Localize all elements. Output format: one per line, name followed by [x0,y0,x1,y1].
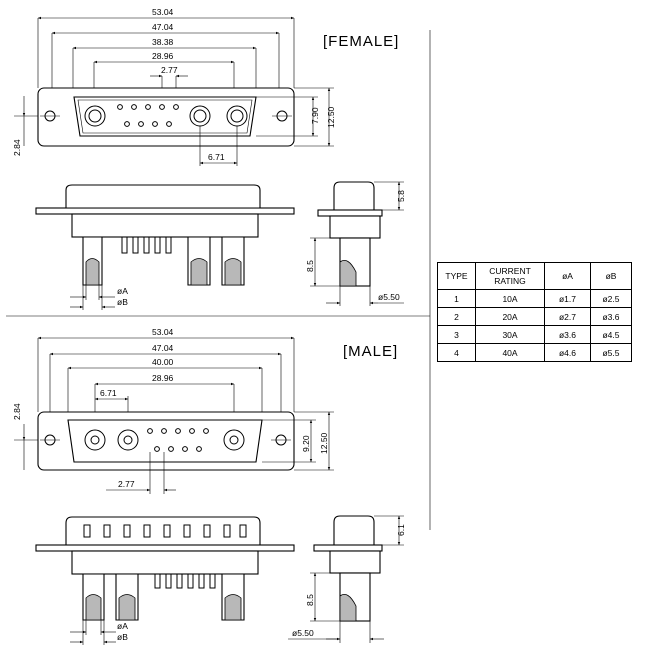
male-dim-dia-a: øA [117,621,128,631]
cell-dia-b: ø3.6 [590,307,632,326]
cell-type: 4 [437,343,476,362]
male-dim-mount-hole-spacing: 47.04 [152,343,174,353]
cell-type: 1 [437,289,476,308]
male-dim-flange-height: 12.50 [319,432,329,454]
table-header-row: TYPE CURRENT RATING øA øB [437,262,632,290]
female-dim-dia-a: øA [117,286,128,296]
header-dia-a: øA [544,262,591,290]
cell-rating: 10A [475,289,545,308]
male-side-dimensions: 2.84 9.20 12.50 2.77 [12,403,334,494]
female-dim-body-height: 5.8 [396,190,406,202]
male-dim-overall-width: 53.04 [152,327,174,337]
female-side-view: 5.8 8.5 ø5.50 [305,181,406,306]
table-row: 2 20A ø2.7 ø3.6 [437,307,632,326]
male-dim-shell-height: 9.20 [301,435,311,452]
male-dim-tail-length: 8.5 [305,594,315,606]
header-dia-b: øB [590,262,632,290]
male-profile-view: øA øB [35,516,295,645]
cell-dia-a: ø3.6 [544,325,591,344]
female-front-view [37,87,295,147]
female-dim-tail-length: 8.5 [305,260,315,272]
cell-rating: 30A [475,325,545,344]
female-dim-side-offset: 2.84 [12,139,22,156]
cell-dia-b: ø4.5 [590,325,632,344]
table-row: 3 30A ø3.6 ø4.5 [437,325,632,344]
male-dim-dia-b: øB [117,632,128,642]
female-dim-dia-b: øB [117,297,128,307]
header-type: TYPE [437,262,476,290]
male-dim-side-offset: 2.84 [12,403,22,420]
female-dim-flange-height: 12.50 [326,106,336,128]
table-row: 4 40A ø4.6 ø5.5 [437,343,632,362]
cell-dia-b: ø2.5 [590,289,632,308]
female-dim-contact-span: 28.96 [152,51,174,61]
cell-type: 2 [437,307,476,326]
male-front-view [37,411,295,471]
female-label: [FEMALE] [323,33,399,50]
cell-dia-a: ø4.6 [544,343,591,362]
current-rating-table: TYPE CURRENT RATING øA øB 1 10A ø1.7 ø2.… [437,262,632,362]
female-dim-shell-height: 7.90 [310,107,320,124]
header-current-rating: CURRENT RATING [475,262,545,290]
male-dim-body-height: 6.1 [396,524,406,536]
male-dim-tail-dia: ø5.50 [292,628,314,638]
female-dim-tail-dia: ø5.50 [378,292,400,302]
female-dim-shell-width: 38.38 [152,37,174,47]
cell-rating: 40A [475,343,545,362]
male-side-view: 6.1 8.5 ø5.50 [288,515,406,643]
male-dim-shell-width: 40.00 [152,357,174,367]
male-dim-coax-pitch: 6.71 [100,388,117,398]
male-dim-contact-span: 28.96 [152,373,174,383]
female-dim-mount-hole-spacing: 47.04 [152,22,174,32]
male-dim-pin-pitch: 2.77 [118,479,135,489]
table-row: 1 10A ø1.7 ø2.5 [437,289,632,308]
female-profile-view: øA øB [35,184,295,310]
female-side-dimensions: 2.84 7.90 12.50 6.71 [12,87,336,166]
female-dim-overall-width: 53.04 [152,7,174,17]
cell-dia-a: ø1.7 [544,289,591,308]
cell-rating: 20A [475,307,545,326]
male-label: [MALE] [343,343,398,360]
female-dim-pin-pitch: 2.77 [161,65,178,75]
cell-type: 3 [437,325,476,344]
female-dim-coax-pitch: 6.71 [208,152,225,162]
cell-dia-a: ø2.7 [544,307,591,326]
cell-dia-b: ø5.5 [590,343,632,362]
